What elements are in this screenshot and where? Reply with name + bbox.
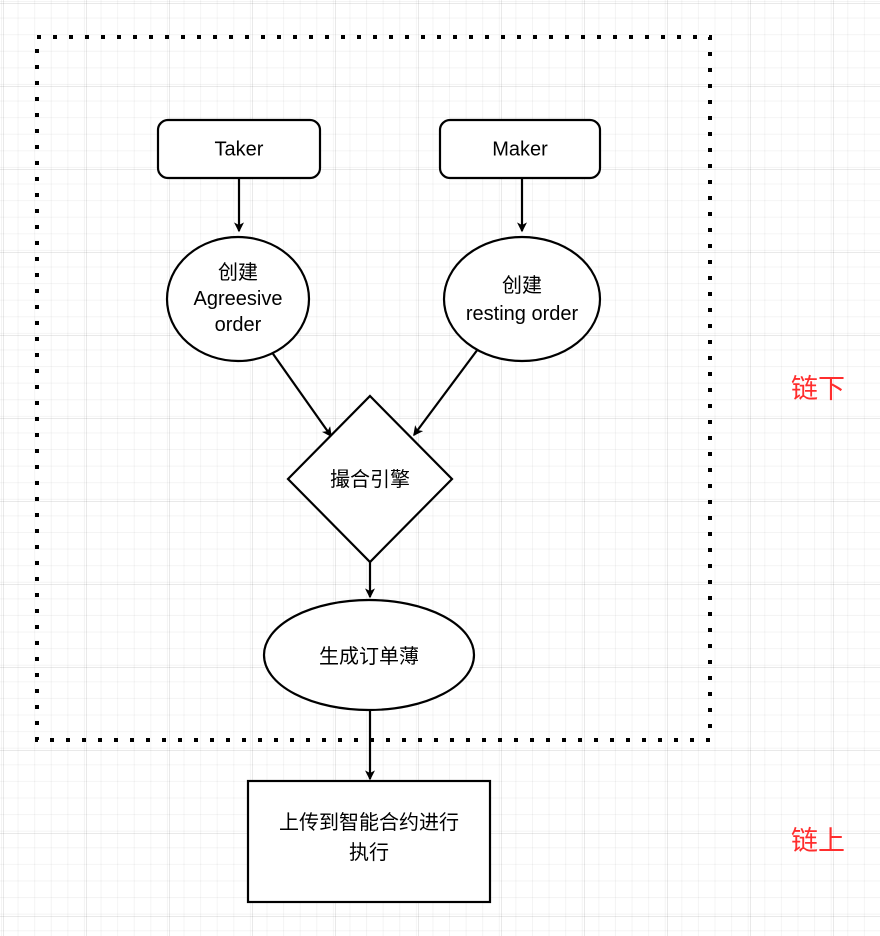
upload-to-smart-contract-label-line2: 执行 bbox=[349, 841, 389, 864]
node-generate-order-book[interactable]: 生成订单薄 bbox=[262, 598, 476, 712]
create-resting-order-label-line2: resting order bbox=[466, 303, 579, 325]
zone-label-offchain: 链下 bbox=[791, 374, 845, 404]
create-aggressive-order-label-line1: 创建 bbox=[218, 261, 258, 284]
generate-order-book-ellipse[interactable] bbox=[262, 598, 476, 712]
maker-box[interactable] bbox=[438, 118, 602, 180]
node-upload-to-smart-contract[interactable]: 上传到智能合约进行 执行 bbox=[246, 779, 492, 904]
create-aggressive-order-label-line2: Agreesive bbox=[194, 288, 283, 310]
matching-engine-label: 撮合引擎 bbox=[330, 468, 410, 491]
upload-to-smart-contract-label-line1: 上传到智能合约进行 bbox=[279, 811, 459, 834]
create-aggressive-order-label-line3: order bbox=[215, 314, 262, 336]
upload-to-smart-contract-box[interactable] bbox=[246, 779, 492, 904]
taker-box[interactable] bbox=[156, 118, 322, 180]
taker-label: Taker bbox=[215, 138, 264, 160]
edge-resting-to-engine bbox=[413, 348, 479, 437]
node-create-aggressive-order[interactable]: 创建 Agreesive order bbox=[165, 235, 311, 363]
edge-aggressive-to-engine bbox=[270, 350, 332, 438]
create-resting-order-label-line1: 创建 bbox=[502, 274, 542, 297]
matching-engine-diamond[interactable] bbox=[286, 394, 454, 564]
node-matching-engine[interactable]: 撮合引擎 bbox=[286, 394, 454, 564]
create-resting-order-ellipse[interactable] bbox=[442, 235, 602, 363]
zone-offchain-boundary bbox=[35, 35, 712, 742]
node-taker[interactable]: Taker bbox=[156, 118, 322, 180]
node-create-resting-order[interactable]: 创建 resting order bbox=[442, 235, 602, 363]
maker-label: Maker bbox=[492, 138, 548, 160]
edge-line bbox=[413, 348, 479, 437]
edge-line bbox=[270, 350, 332, 438]
zone-label-onchain: 链上 bbox=[791, 826, 845, 856]
create-aggressive-order-ellipse[interactable] bbox=[165, 235, 311, 363]
node-maker[interactable]: Maker bbox=[438, 118, 602, 180]
generate-order-book-label: 生成订单薄 bbox=[319, 645, 419, 668]
